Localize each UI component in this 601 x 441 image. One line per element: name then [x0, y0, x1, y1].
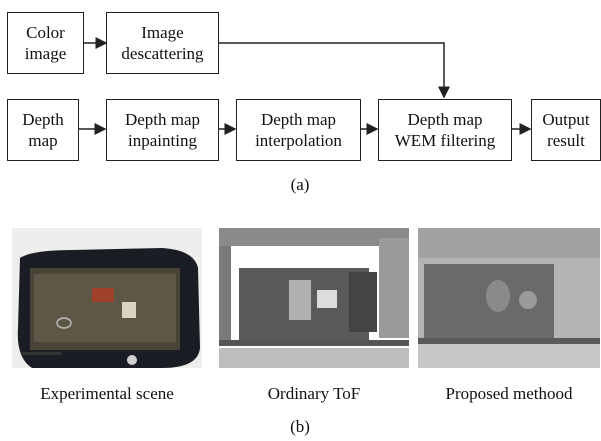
depth-map-box: Depth map — [7, 99, 79, 161]
output-result-box: Output result — [531, 99, 601, 161]
proposed-method-image — [418, 228, 600, 368]
image-descattering-box: Image descattering — [106, 12, 219, 74]
wem-filtering-box: Depth map WEM filtering — [378, 99, 512, 161]
inpainting-box: Depth map inpainting — [106, 99, 219, 161]
ordinary-tof-image — [219, 228, 409, 368]
wem-filtering-label: Depth map WEM filtering — [394, 110, 496, 150]
caption-a: (a) — [290, 175, 310, 194]
interpolation-box: Depth map interpolation — [236, 99, 361, 161]
caption-b: (b) — [290, 417, 310, 436]
output-result-label: Output result — [542, 110, 590, 150]
experimental-scene-caption: Experimental scene — [40, 384, 174, 403]
interpolation-label: Depth map interpolation — [255, 110, 342, 150]
arrow-descatter-to-wem — [219, 42, 450, 99]
proposed-method-caption: Proposed methood — [445, 384, 573, 403]
color-image-box: Color image — [7, 12, 84, 74]
image-descattering-label: Image descattering — [121, 23, 204, 63]
color-image-label: Color image — [24, 23, 67, 63]
ordinary-tof-caption: Ordinary ToF — [267, 384, 361, 403]
experimental-scene-image — [12, 228, 202, 368]
depth-map-label: Depth map — [22, 110, 64, 150]
inpainting-label: Depth map inpainting — [124, 110, 201, 150]
